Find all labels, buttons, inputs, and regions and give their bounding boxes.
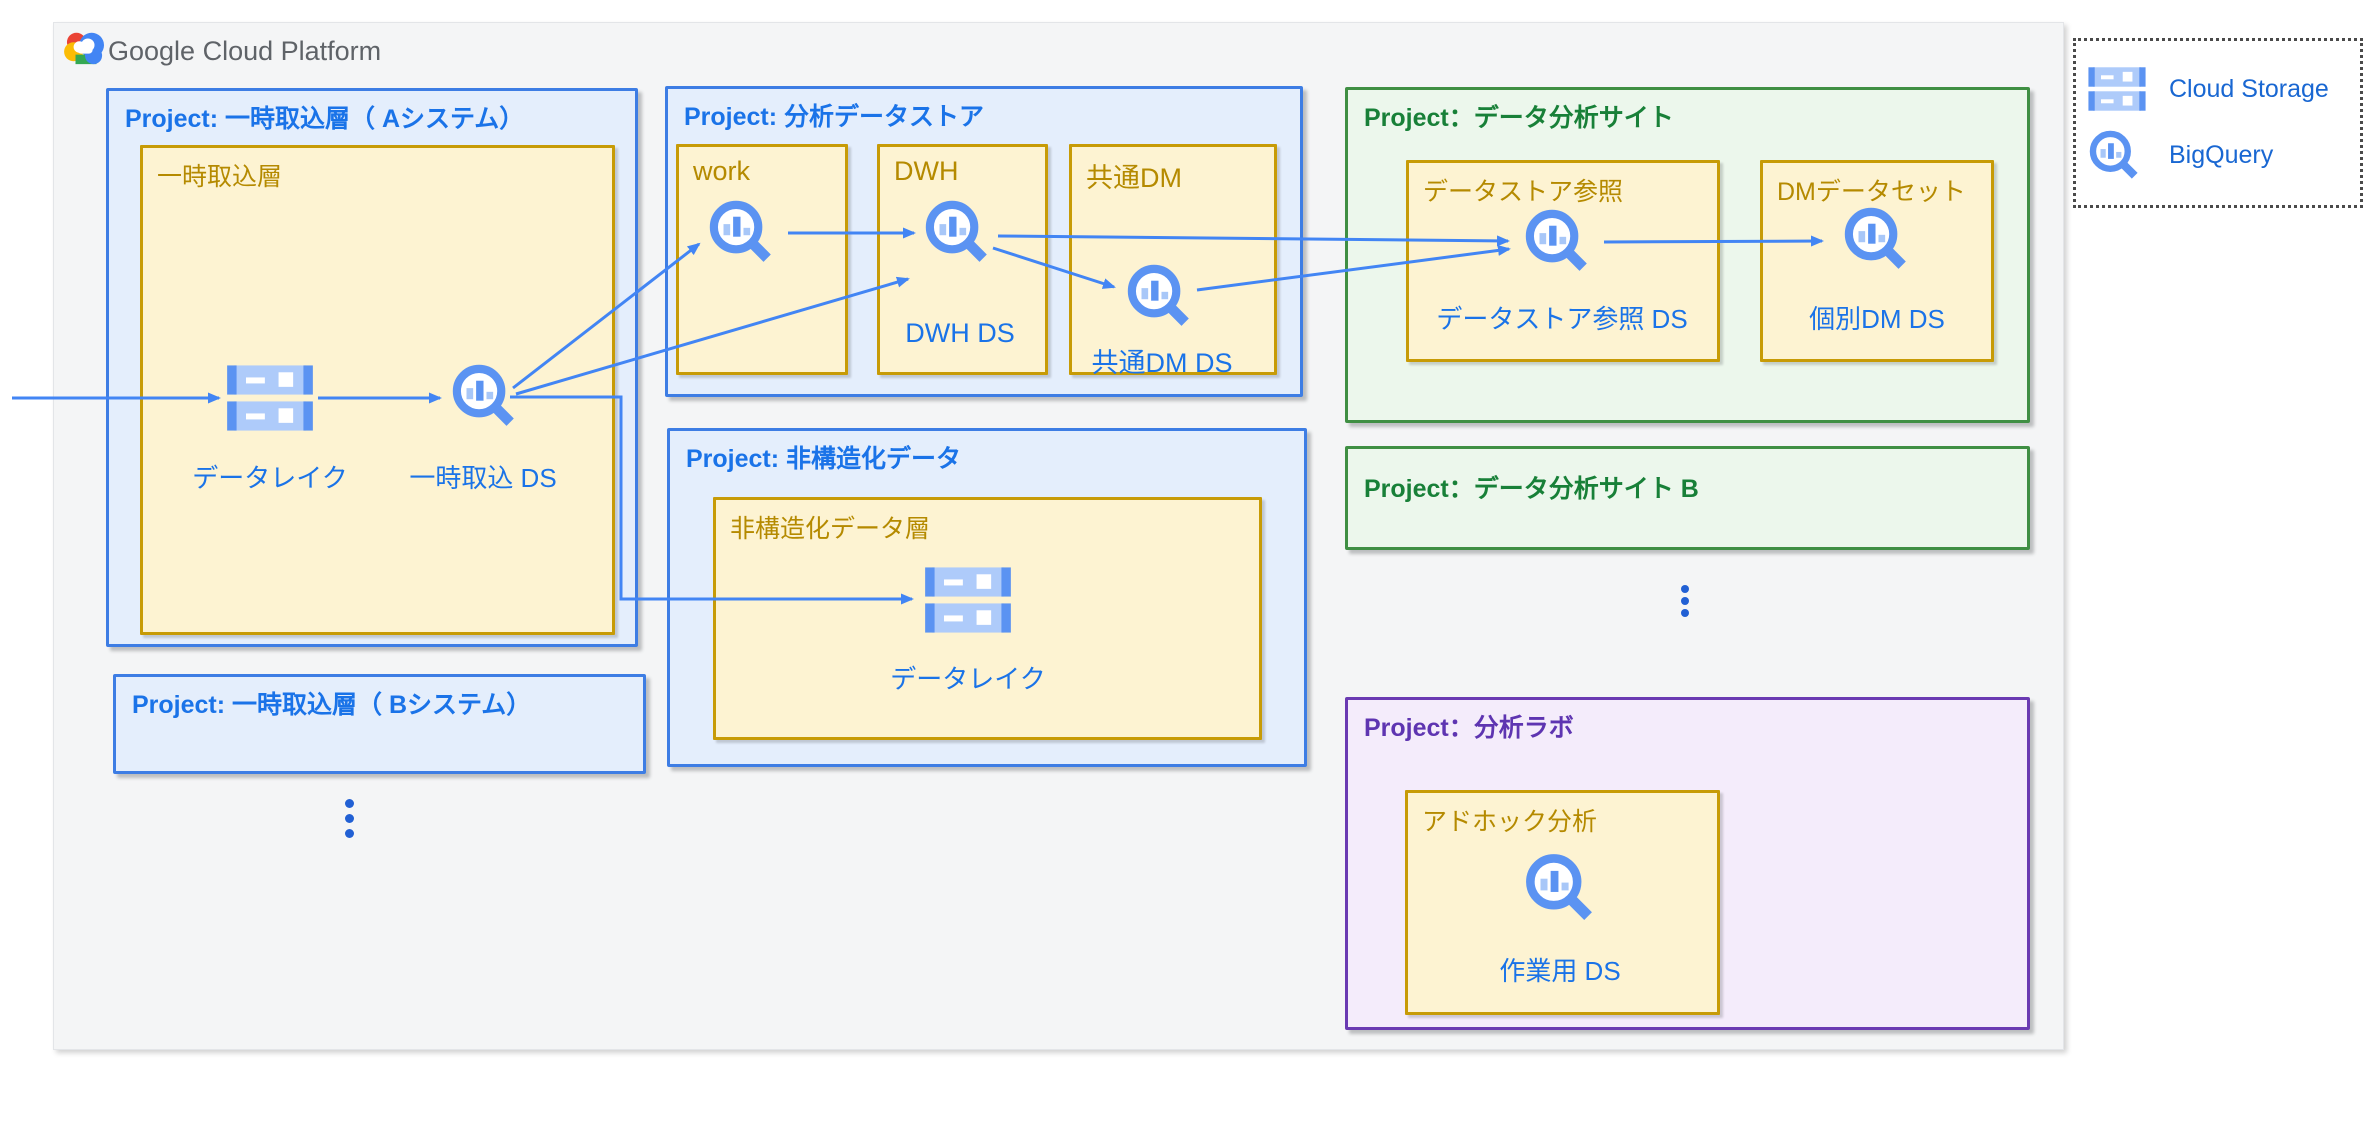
- project-title-ingest-b: Project: 一時取込層（ Bシステム）: [132, 691, 532, 719]
- cloud-storage-icon: [226, 362, 314, 439]
- project-box-analysis-site-b: Project：データ分析サイト B: [1345, 446, 2030, 550]
- legend-label-cloud-storage: Cloud Storage: [2169, 75, 2329, 103]
- legend-label-bigquery: BigQuery: [2169, 141, 2274, 169]
- bigquery-icon: [705, 196, 779, 275]
- project-title-ingest-a: Project: 一時取込層（ Aシステム）: [125, 105, 525, 133]
- legend: Cloud Storage BigQuery: [2073, 38, 2363, 208]
- dm-dataset-box: DMデータセット: [1760, 160, 1994, 362]
- datastore-ref-label: データストア参照: [1423, 178, 1624, 206]
- bigquery-icon: [921, 196, 995, 275]
- brand-title: Google Cloud Platform: [108, 36, 382, 66]
- caption-dwh-ds: DWH DS: [905, 318, 1015, 348]
- project-title-unstructured: Project: 非構造化データ: [686, 445, 962, 473]
- project-box-ingest-b: Project: 一時取込層（ Bシステム）: [113, 674, 646, 774]
- layer-label-ingest: 一時取込層: [157, 163, 283, 191]
- ellipsis-dots-ingest: [345, 796, 354, 841]
- project-title-analysis-site: Project：データ分析サイト: [1364, 104, 1674, 132]
- adhoc-label: アドホック分析: [1422, 808, 1598, 836]
- unstructured-layer-label: 非構造化データ層: [730, 515, 931, 543]
- project-title-analytics-store: Project: 分析データストア: [684, 103, 985, 131]
- caption-ingest-ds: 一時取込 DS: [409, 463, 557, 493]
- google-cloud-logo-icon: [62, 28, 108, 71]
- caption-individual-dm-ds: 個別DM DS: [1809, 304, 1945, 334]
- bigquery-icon: [2086, 127, 2144, 190]
- caption-work-ds: 作業用 DS: [1499, 956, 1621, 986]
- bigquery-icon: [1840, 203, 1914, 282]
- work-label: work: [693, 156, 751, 186]
- ellipsis-dots-analysis: [1681, 583, 1689, 619]
- dm-dataset-label: DMデータセット: [1777, 178, 1966, 206]
- bigquery-icon: [1123, 260, 1197, 339]
- bigquery-icon: [448, 360, 522, 439]
- project-title-lab: Project：分析ラボ: [1364, 714, 1574, 742]
- caption-common-dm-ds: 共通DM DS: [1091, 348, 1233, 378]
- caption-datalake-unstructured: データレイク: [890, 664, 1046, 694]
- datastore-ref-box: データストア参照: [1406, 160, 1720, 362]
- bigquery-icon: [1521, 205, 1595, 284]
- project-title-analysis-site-b: Project：データ分析サイト B: [1364, 475, 1699, 503]
- cloud-storage-icon: [2088, 65, 2146, 118]
- layer-box-ingest: 一時取込層: [140, 145, 615, 635]
- caption-datalake-a: データレイク: [192, 463, 348, 493]
- bigquery-icon: [1521, 849, 1599, 936]
- cloud-storage-icon: [924, 564, 1012, 641]
- caption-datastore-ref-ds: データストア参照 DS: [1436, 304, 1688, 334]
- common-dm-label: 共通DM: [1086, 163, 1182, 193]
- dwh-label: DWH: [894, 156, 959, 186]
